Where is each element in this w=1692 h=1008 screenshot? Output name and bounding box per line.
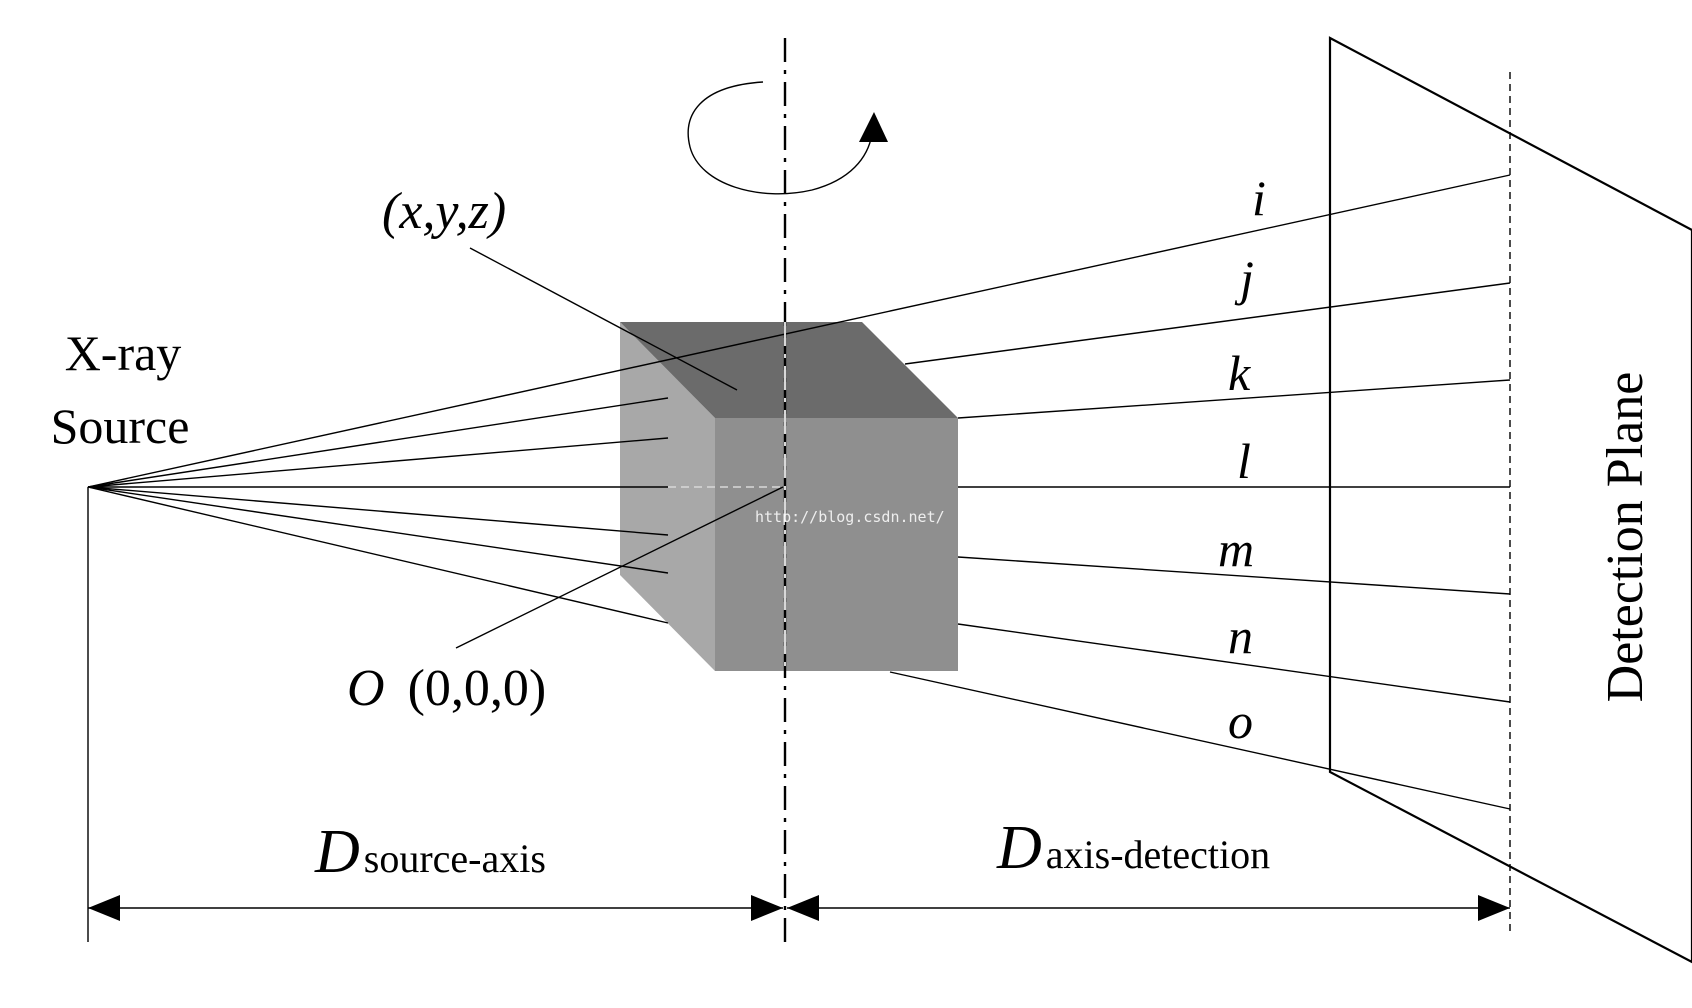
ray-k-back [957,379,1511,419]
ray-label-l: l [1237,433,1251,489]
ray-label-j: j [1234,250,1254,306]
ray-j-back [904,282,1511,365]
cube-left-face [620,322,715,671]
ray-label-i: i [1252,170,1266,226]
ray-label-m: m [1218,521,1254,577]
ray-o-back [889,671,1511,810]
rotation-arrow-icon [687,81,888,195]
ray-label-n: n [1228,608,1253,664]
ray-j-front [87,397,669,488]
watermark: http://blog.csdn.net/ [755,508,945,526]
detection-plane-label: Detection Plane [1597,372,1654,703]
cube-front-face [715,418,958,671]
dim-label-axis-detection: D axis-detection [996,814,1270,882]
detection-plane [1328,36,1692,964]
dim-subscript-source-axis: source-axis [364,836,546,881]
dim-subscript-axis-detection: axis-detection [1046,832,1270,877]
point-label: (x,y,z) [382,183,506,240]
ray-label-k: k [1228,345,1251,401]
dim-symbol-source-axis: D [314,818,360,886]
origin-label: O (0,0,0) [347,660,546,717]
origin-symbol: O [347,660,385,717]
double-arrow-icon [88,895,1510,921]
origin-leader-line [455,486,784,649]
ray-i [87,174,1511,488]
ray-m-front [87,486,669,536]
ray-fan [87,174,1511,810]
ray-n-back [957,623,1511,703]
dim-symbol-axis-detection: D [996,814,1042,882]
ray-label-o: o [1228,693,1253,749]
dim-label-source-axis: D source-axis [314,818,546,886]
cube-top-face [620,322,958,418]
ray-n-front [87,486,669,574]
ray-o-front [87,486,669,624]
object-cube [620,322,958,671]
source-label-line1: X-ray [65,325,182,381]
point-leader-line [469,247,738,391]
origin-coords: (0,0,0) [408,660,547,717]
source-label-line2: Source [51,398,190,454]
ray-k-front [87,437,669,488]
ray-m-back [957,556,1511,595]
